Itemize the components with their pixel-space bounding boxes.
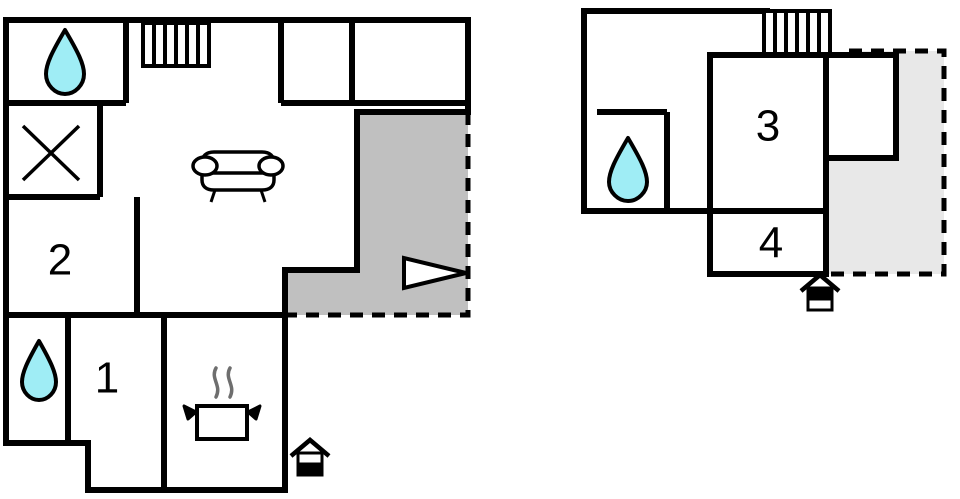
building-outline-left bbox=[3, 17, 471, 493]
cooking-pot-icon bbox=[182, 366, 262, 441]
balcony-dashed-boundary bbox=[826, 48, 947, 277]
wall-bathroom-right bbox=[597, 109, 670, 211]
wall-bathroom-top-left bbox=[6, 20, 129, 106]
sofa-icon bbox=[191, 150, 285, 203]
stairs-icon bbox=[141, 21, 211, 68]
upper-floor-plan bbox=[581, 8, 947, 312]
triangle-arrow-icon bbox=[402, 255, 467, 291]
house-entrance-icon bbox=[799, 272, 841, 312]
ground-floor-plan bbox=[3, 17, 471, 493]
room-number-1: 1 bbox=[95, 354, 119, 403]
cross-icon bbox=[21, 124, 81, 182]
water-drop-icon bbox=[44, 28, 86, 96]
wall-utility-room bbox=[6, 103, 103, 200]
wall-top-right-rooms bbox=[278, 20, 468, 106]
water-drop-icon bbox=[607, 136, 649, 203]
house-entrance-icon bbox=[289, 437, 331, 477]
water-drop-icon bbox=[20, 339, 58, 402]
room-number-3: 3 bbox=[756, 102, 780, 151]
wall-room-2 bbox=[6, 197, 140, 318]
terrace-dashed-boundary bbox=[285, 112, 471, 318]
room-number-4: 4 bbox=[759, 219, 783, 268]
room-number-2: 2 bbox=[48, 236, 72, 285]
stairs-icon bbox=[762, 9, 832, 56]
